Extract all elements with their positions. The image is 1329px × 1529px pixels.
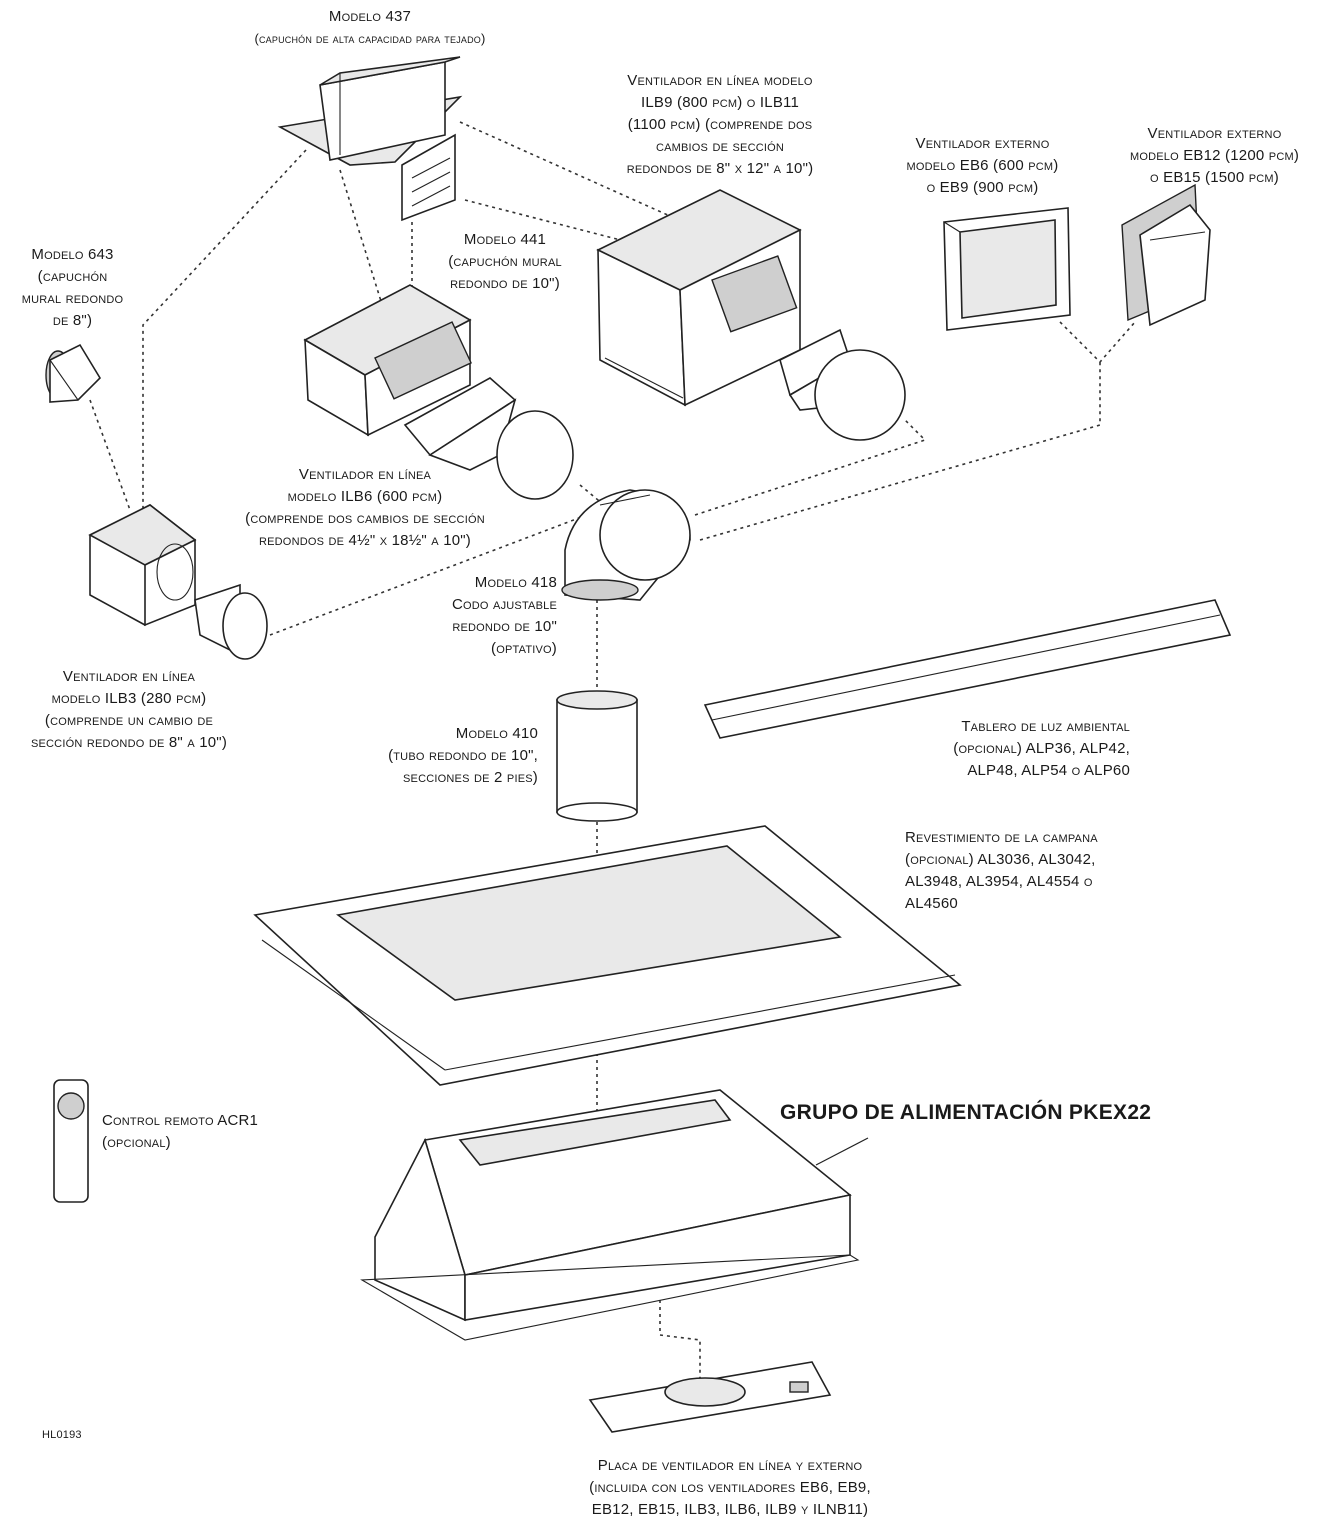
round-duct-410 [556,690,638,822]
external-fan-eb12 [1121,183,1211,327]
figure-code: HL0193 [42,1429,82,1441]
label-hood-liner: Revestimiento de la campana (opcional) A… [905,829,1098,912]
label-eb6: Ventilador externo modelo EB6 (600 pcm) … [906,135,1059,196]
inline-fan-ilb3 [88,504,268,660]
label-fan-plate: Placa de ventilador en línea y externo (… [589,1457,871,1518]
label-model-437: Modelo 437 (capuchón de alta capacidad p… [254,8,486,46]
label-model-410: Modelo 410 (tubo redondo de 10", seccion… [388,725,538,786]
label-remote-acr1: Control remoto ACR1 (opcional) [102,1112,259,1151]
power-pack-pkex22 [360,1089,869,1341]
hood-liner [253,825,962,1086]
adjustable-elbow-418 [561,489,691,601]
ambient-light-panel [703,599,1232,739]
label-model-643: Modelo 643 (capuchón mural redondo de 8"… [21,246,124,329]
fan-plate [588,1361,832,1433]
label-eb12: Ventilador externo modelo EB12 (1200 pcm… [1129,125,1300,186]
label-model-441: Modelo 441 (capuchón mural redondo de 10… [448,231,562,292]
label-ilb3: Ventilador en línea modelo ILB3 (280 pcm… [30,668,228,751]
label-model-418: Modelo 418 Codo ajustable redondo de 10"… [451,574,557,657]
label-pkex22: GRUPO DE ALIMENTACIÓN PKEX22 [780,1101,1152,1124]
wall-louver [401,133,456,222]
round-wall-cap-643 [45,343,102,403]
external-fan-eb6 [943,207,1071,331]
inline-fan-ilb9 [596,189,906,441]
remote-control-acr1 [53,1079,89,1203]
label-ilb6: Ventilador en línea modelo ILB6 (600 pcm… [245,466,485,549]
label-ambient-light-panel: Tablero de luz ambiental (opcional) ALP3… [953,718,1130,779]
inline-fan-ilb6 [303,284,574,500]
label-ilb9: Ventilador en línea modelo ILB9 (800 pcm… [626,72,814,177]
roof-hood-437 [277,56,463,166]
